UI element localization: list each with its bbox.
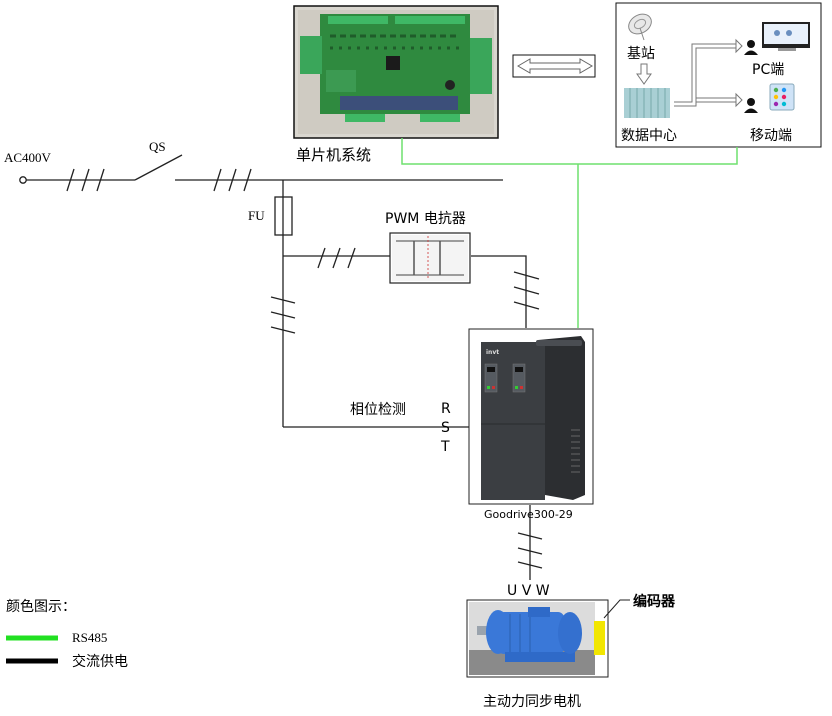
cloud-terminal-box: 基站 数据中心 [615, 2, 822, 148]
inverter-image [468, 328, 594, 505]
motor-terminals-label: U V W [507, 583, 550, 599]
satellite-dish-icon [628, 13, 652, 41]
motor-image [466, 599, 609, 678]
power-source-terminal [19, 176, 27, 184]
rs485-wiring [401, 138, 738, 328]
inverter-model-label: Goodrive300-29 [484, 508, 573, 521]
mobile-terminal-label: 移动端 [750, 128, 792, 144]
switch-qs-label: QS [149, 139, 166, 154]
pwm-reactor-label: PWM 电抗器 [385, 211, 466, 227]
phase-r-label: R [441, 401, 451, 417]
fuse-fu-label: FU [248, 208, 265, 223]
pwm-reactor-image [389, 232, 471, 284]
legend-label-power: 交流供电 [72, 653, 128, 670]
base-station-label: 基站 [627, 45, 655, 62]
ac-power-wiring [19, 154, 543, 580]
encoder-pointer [603, 599, 630, 619]
server-rack-icon [624, 88, 670, 118]
pc-terminal-label: PC端 [752, 62, 784, 78]
down-arrow-icon [636, 63, 652, 85]
legend-label-rs485: RS485 [72, 630, 107, 645]
bidirectional-arrow-icon [512, 54, 596, 78]
encoder-label: 编码器 [633, 593, 676, 610]
branch-arrow-icon [674, 38, 743, 108]
pc-user-icon [744, 22, 810, 55]
phase-detect-label: 相位检测 [350, 402, 406, 418]
phase-s-label: S [441, 420, 450, 436]
inverter-brand-logo: invt [486, 349, 499, 356]
switch-qs-blade [134, 154, 183, 181]
phase-t-label: T [440, 439, 450, 455]
mcu-system-label: 单片机系统 [296, 146, 371, 164]
encoder-block [594, 621, 605, 655]
legend-title: 颜色图示： [6, 598, 76, 615]
data-center-label: 数据中心 [621, 128, 677, 144]
mobile-user-icon [744, 83, 795, 113]
source-voltage-label: AC400V [4, 150, 52, 165]
motor-label: 主动力同步电机 [483, 694, 581, 710]
mcu-board-image [293, 5, 499, 139]
legend: 颜色图示： RS485 交流供电 [6, 598, 128, 670]
